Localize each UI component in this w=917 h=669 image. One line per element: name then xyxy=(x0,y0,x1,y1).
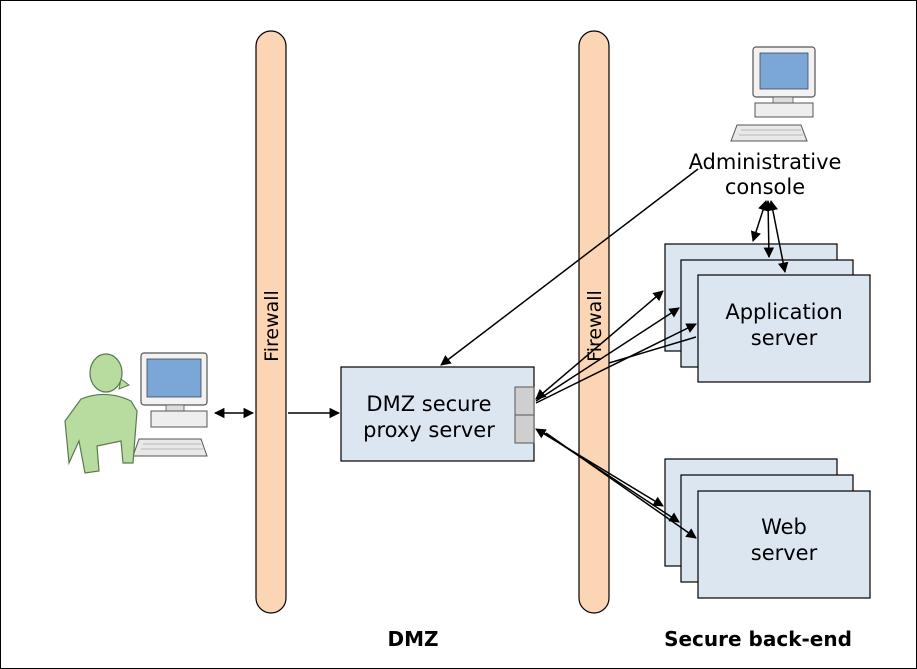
proxy-label-line2: proxy server xyxy=(363,418,495,442)
proxy-label-line1: DMZ secure xyxy=(366,392,491,416)
dmz-proxy-server: DMZ secure proxy server xyxy=(288,366,535,462)
connector-admin-app-1 xyxy=(750,200,769,242)
zone-label-secure-backend: Secure back-end xyxy=(664,627,852,651)
connector-proxy-app-2 xyxy=(535,307,680,402)
connector-proxy-app-1 xyxy=(535,290,664,400)
web-server-label-line2: server xyxy=(751,541,818,565)
web-server-stack: Web server xyxy=(664,458,871,599)
desktop-computer-icon xyxy=(730,46,816,142)
connector-admin-app-2 xyxy=(762,199,775,259)
zone-label-dmz: DMZ xyxy=(387,627,438,651)
app-server-label-line2: server xyxy=(751,326,818,350)
admin-console-label-line2: console xyxy=(725,175,805,199)
connector-proxy-web-3 xyxy=(545,432,697,539)
firewall-right-label: Firewall xyxy=(584,290,606,362)
firewall-left: Firewall xyxy=(255,30,287,614)
firewall-right: Firewall xyxy=(578,30,610,614)
app-server-label-line1: Application xyxy=(725,300,842,324)
application-server-stack: Application server xyxy=(664,243,871,383)
admin-console-label-line1: Administrative xyxy=(689,150,842,174)
firewall-left-label: Firewall xyxy=(261,290,283,362)
web-server-label-line1: Web xyxy=(761,515,807,539)
user-at-computer-icon xyxy=(64,352,208,474)
connector-proxy-app-3 xyxy=(535,323,697,404)
connector-admin-proxy xyxy=(440,168,699,366)
connector-proxy-app-4 xyxy=(608,336,697,364)
connector-admin-app-3 xyxy=(767,199,789,274)
